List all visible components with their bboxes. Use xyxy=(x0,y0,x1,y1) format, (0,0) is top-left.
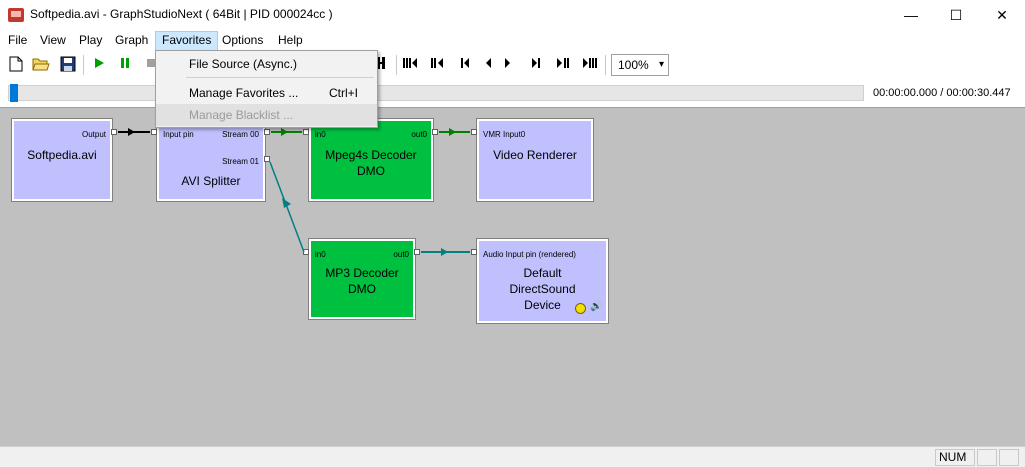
filter-splitter[interactable]: Input pin Stream 00 Stream 01 AVI Splitt… xyxy=(156,118,266,202)
chevron-down-icon: ▾ xyxy=(658,59,664,70)
step-forward-icon[interactable] xyxy=(527,56,545,74)
maximize-button[interactable]: ☐ xyxy=(949,7,963,23)
seek-bar-row: 00:00:00.000 / 00:00:30.447 xyxy=(0,79,1025,107)
toolbar-separator xyxy=(605,55,606,75)
frame-step-icon[interactable] xyxy=(372,56,390,74)
filter-name: AVI Splitter xyxy=(181,174,241,188)
toolbar-separator xyxy=(396,55,397,75)
pin-label: Audio Input pin (rendered) xyxy=(483,250,576,259)
pin-label: in0 xyxy=(315,130,326,139)
close-button[interactable]: ✕ xyxy=(996,7,1008,23)
input-pin[interactable] xyxy=(471,249,477,255)
status-pane xyxy=(977,449,997,466)
connection-splitter-audio-decoder[interactable] xyxy=(269,161,305,253)
filter-source[interactable]: Output Softpedia.avi xyxy=(11,118,113,202)
menu-item-label: File Source (Async.) xyxy=(189,57,298,71)
filter-video-decoder[interactable]: in0 out0 Mpeg4s Decoder DMO xyxy=(308,118,434,202)
stop-icon[interactable] xyxy=(142,56,160,74)
output-pin[interactable] xyxy=(414,249,420,255)
new-icon[interactable] xyxy=(7,56,25,74)
connections-layer xyxy=(118,128,470,256)
toolbar: 100% ▾ xyxy=(0,51,1025,79)
filter-name: Mpeg4s Decoder DMO xyxy=(325,148,417,178)
seek-end-icon[interactable] xyxy=(581,56,599,74)
menu-favorites[interactable]: Favorites xyxy=(155,31,219,51)
output-pin[interactable] xyxy=(264,129,270,135)
pin-label: in0 xyxy=(315,250,326,259)
connection-audio-decoder-renderer[interactable] xyxy=(421,248,470,256)
connection-source-splitter[interactable] xyxy=(118,128,150,136)
toolbar-separator xyxy=(83,55,84,75)
menu-options[interactable]: Options xyxy=(222,33,264,47)
filter-name: Video Renderer xyxy=(493,148,577,162)
input-pin[interactable] xyxy=(151,129,157,135)
minimize-button[interactable]: — xyxy=(904,7,918,23)
filter-audio-decoder[interactable]: in0 out0 MP3 Decoder DMO xyxy=(308,238,416,320)
menu-separator xyxy=(186,77,374,78)
pause-icon[interactable] xyxy=(116,56,134,74)
status-pane xyxy=(999,449,1019,466)
step-back-icon[interactable] xyxy=(456,56,474,74)
pin-label: Input pin xyxy=(163,130,194,139)
menu-item-label: Manage Favorites ... xyxy=(189,86,299,100)
pin-label: Stream 01 xyxy=(222,157,259,166)
window-title: Softpedia.avi - GraphStudioNext ( 64Bit … xyxy=(30,7,333,21)
input-pin[interactable] xyxy=(303,129,309,135)
pin-label: out0 xyxy=(393,250,409,259)
zoom-select[interactable]: 100% ▾ xyxy=(611,54,669,76)
save-icon[interactable] xyxy=(59,56,77,74)
speaker-icon: 🔊 xyxy=(590,301,603,312)
menu-view[interactable]: View xyxy=(40,33,66,47)
menu-bar: File View Play Graph Favorites Options H… xyxy=(0,31,1025,51)
pin-label: out0 xyxy=(411,130,427,139)
menu-play[interactable]: Play xyxy=(79,33,103,47)
connection-video-decoder-renderer[interactable] xyxy=(439,128,470,136)
filter-audio-renderer[interactable]: Audio Input pin (rendered) Default Direc… xyxy=(476,238,609,324)
clock-icon xyxy=(575,303,586,314)
filter-name: Softpedia.avi xyxy=(27,148,97,162)
menu-file[interactable]: File xyxy=(8,33,28,47)
menu-help[interactable]: Help xyxy=(278,33,303,47)
pin-label: Output xyxy=(81,130,106,139)
output-pin[interactable] xyxy=(432,129,438,135)
menu-item-manage-blacklist[interactable]: Manage Blacklist ... xyxy=(156,104,377,126)
output-pin[interactable] xyxy=(264,156,270,162)
menu-item-manage-favorites[interactable]: Manage Favorites ... Ctrl+I xyxy=(156,82,377,104)
graph-canvas[interactable]: Output Softpedia.avi Input pin Stream 00… xyxy=(0,107,1025,446)
output-pin[interactable] xyxy=(111,129,117,135)
play-icon[interactable] xyxy=(90,56,108,74)
next-icon[interactable] xyxy=(554,56,572,74)
filter-video-renderer[interactable]: VMR Input0 Video Renderer xyxy=(476,118,594,202)
filter-name: Default DirectSound Device xyxy=(509,266,576,312)
num-lock-indicator: NUM xyxy=(935,449,975,466)
open-icon[interactable] xyxy=(32,56,50,74)
pin-label: Stream 00 xyxy=(222,130,259,139)
seek-start-icon[interactable] xyxy=(401,56,419,74)
zoom-value: 100% xyxy=(618,58,649,72)
menu-graph[interactable]: Graph xyxy=(115,33,149,47)
seek-slider-thumb[interactable] xyxy=(10,84,18,102)
connection-splitter-video-decoder[interactable] xyxy=(271,128,302,136)
favorites-menu: File Source (Async.) Manage Favorites ..… xyxy=(155,50,378,128)
pin-label: VMR Input0 xyxy=(483,130,526,139)
status-bar: NUM xyxy=(0,446,1025,467)
prev-icon[interactable] xyxy=(428,56,446,74)
menu-item-label: Manage Blacklist ... xyxy=(189,108,294,122)
input-pin[interactable] xyxy=(471,129,477,135)
menu-item-file-source[interactable]: File Source (Async.) xyxy=(156,53,377,75)
seek-slider[interactable] xyxy=(8,85,864,101)
step-both-icon[interactable] xyxy=(485,56,510,74)
time-readout: 00:00:00.000 / 00:00:30.447 xyxy=(873,87,1011,99)
menu-item-shortcut: Ctrl+I xyxy=(329,86,359,100)
title-bar: Softpedia.avi - GraphStudioNext ( 64Bit … xyxy=(0,0,1025,31)
app-icon xyxy=(8,8,24,22)
filter-name: MP3 Decoder DMO xyxy=(325,266,399,296)
